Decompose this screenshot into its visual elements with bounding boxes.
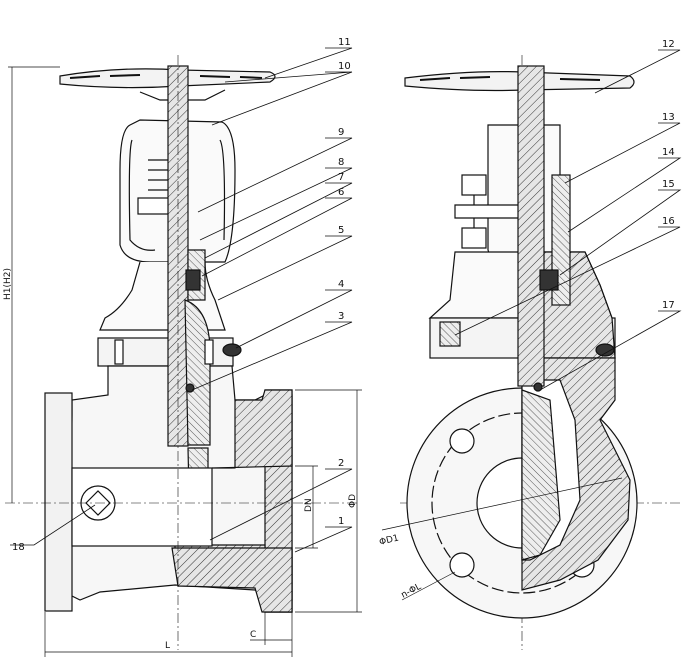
callout-9: 9 bbox=[338, 127, 344, 138]
dimension-lines-left bbox=[8, 66, 362, 657]
callout-6: 6 bbox=[338, 187, 344, 198]
callout-4: 4 bbox=[338, 279, 344, 290]
callout-11: 11 bbox=[338, 37, 351, 48]
left-sectional-view bbox=[44, 65, 293, 613]
callout-18: 18 bbox=[12, 542, 25, 553]
bore-left bbox=[71, 467, 213, 547]
callout-14: 14 bbox=[662, 147, 675, 158]
callout-3: 3 bbox=[338, 311, 344, 322]
left-flange bbox=[44, 392, 73, 612]
callout-16: 16 bbox=[662, 216, 675, 227]
callout-10: 10 bbox=[338, 61, 351, 72]
callout-13: 13 bbox=[662, 112, 675, 123]
callout-1: 1 bbox=[338, 516, 344, 527]
callout-2: 2 bbox=[338, 458, 344, 469]
neck-left bbox=[99, 261, 226, 331]
dimension-lines-right bbox=[381, 477, 623, 601]
callout-labels: 11 10 9 8 7 6 5 4 3 2 1 18 12 13 14 15 1… bbox=[12, 37, 675, 553]
wedge-left bbox=[184, 299, 211, 446]
dim-dn: DN bbox=[304, 498, 314, 512]
callout-8: 8 bbox=[338, 157, 344, 168]
stem-right bbox=[517, 65, 545, 387]
dim-height: H1(H2) bbox=[3, 268, 13, 300]
dim-bolt-circle: ΦD1 bbox=[378, 533, 400, 547]
callout-17: 17 bbox=[662, 300, 675, 311]
dim-bolt-holes: n-ΦL bbox=[400, 582, 423, 601]
dim-flange-thickness: C bbox=[250, 630, 256, 640]
dim-length: L bbox=[165, 641, 170, 651]
dim-flange-diameter: ΦD bbox=[348, 494, 358, 508]
right-end-view bbox=[404, 65, 638, 619]
callout-15: 15 bbox=[662, 179, 675, 190]
leader-lines bbox=[10, 47, 682, 553]
callout-12: 12 bbox=[662, 39, 675, 50]
callout-5: 5 bbox=[338, 225, 344, 236]
callout-7: 7 bbox=[338, 172, 344, 183]
